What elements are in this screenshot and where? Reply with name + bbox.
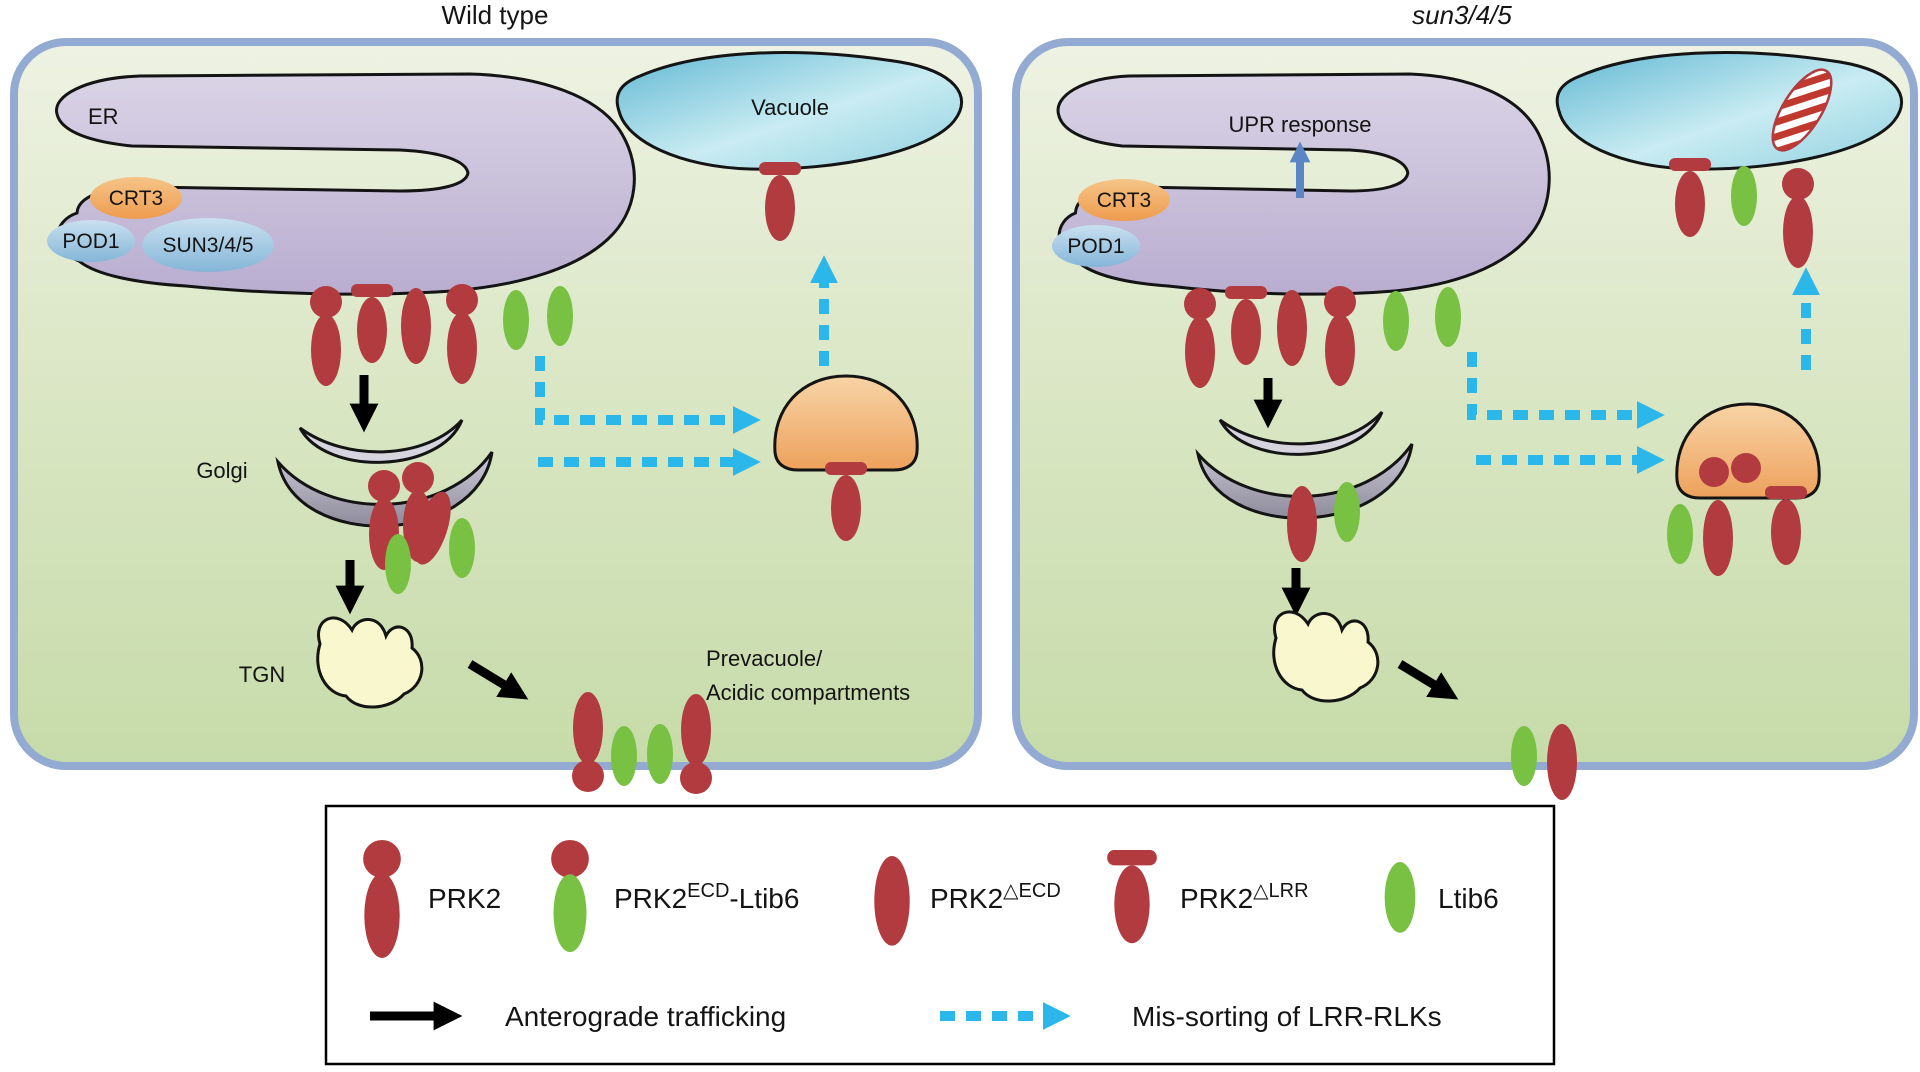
- sun345-label: SUN3/4/5: [162, 234, 253, 257]
- legend-ltib6-icon: [1384, 862, 1416, 933]
- prk2-protein: [446, 284, 478, 384]
- legend-prk2-label: PRK2: [428, 883, 501, 914]
- prevacuole-label-line1: Prevacuole/: [706, 646, 823, 671]
- ltib6-protein-at-membrane: [647, 724, 673, 784]
- ltib6-protein-at-prevacuole: [1667, 504, 1693, 564]
- legend-anterograde-label: Anterograde trafficking: [505, 1001, 786, 1032]
- tgn-to-membrane-arrow: [1397, 660, 1459, 700]
- ltib6-protein: [503, 290, 529, 350]
- left-pod1-complex: [47, 220, 135, 262]
- tgn-label: TGN: [239, 662, 285, 687]
- missorting-arrow-er-to-prevacuole: [1467, 352, 1665, 429]
- missorting-arrow-er-to-prevacuole: [535, 356, 761, 434]
- legend-prk2-icon: [363, 840, 401, 958]
- left-crt3-label: CRT3: [109, 187, 163, 210]
- prk2-protein: [1184, 288, 1216, 388]
- right-crt3-complex: [1078, 179, 1170, 221]
- right-pod1-label: POD1: [1067, 235, 1124, 258]
- left-panel-title: Wild type: [442, 0, 549, 30]
- prk2-protein: [1324, 286, 1356, 386]
- legend-ltib6-label: Ltib6: [1438, 883, 1499, 914]
- ltib6-protein: [1435, 287, 1461, 347]
- prk2-protein-at-vacuole: [1782, 168, 1814, 268]
- legend-prk2-decd-icon: [874, 856, 910, 946]
- left-er-label: ER: [88, 104, 119, 129]
- ltib6-protein: [547, 286, 573, 346]
- prk2-protein-at-membrane: [680, 694, 712, 794]
- ltib6-protein-at-membrane: [1511, 726, 1537, 786]
- right-crt3-label: CRT3: [1097, 189, 1151, 212]
- prk2-ecd-in-prevacuole: [1699, 457, 1729, 487]
- ltib6-protein-at-vacuole: [1731, 166, 1757, 226]
- tgn-to-membrane-arrow: [467, 660, 529, 700]
- legend-prk2-decd-label: PRK2△ECD: [930, 880, 1061, 914]
- legend-prk2ecd-ltib6-icon: [551, 840, 589, 953]
- prk2-ecd-in-prevacuole: [1731, 453, 1761, 483]
- sun345-complex: [142, 218, 274, 272]
- ltib6-protein: [385, 534, 411, 594]
- left-pod1-label: POD1: [62, 230, 119, 253]
- left-vacuole-label: Vacuole: [751, 95, 829, 120]
- ltib6-protein: [449, 518, 475, 578]
- prevacuole-label-line2: Acidic compartments: [706, 680, 910, 705]
- ltib6-protein: [1383, 291, 1409, 351]
- left-crt3-complex: [90, 177, 182, 219]
- golgi-label: Golgi: [196, 458, 247, 483]
- ltib6-protein: [1334, 482, 1360, 542]
- right-panel-title: sun3/4/5: [1412, 0, 1512, 30]
- prk2-decd-protein: [1287, 486, 1317, 562]
- legend-missorting-label: Mis-sorting of LRR-RLKs: [1132, 1001, 1442, 1032]
- legend-prk2ecd-ltib6-label: PRK2ECD-Ltib6: [614, 880, 799, 914]
- prk2-protein: [310, 286, 342, 386]
- ltib6-protein-at-membrane: [611, 726, 637, 786]
- prk2-decd-protein: [401, 288, 431, 364]
- right-pod1-complex: [1052, 225, 1140, 267]
- prk2-decd-at-prevacuole: [1703, 500, 1733, 576]
- upr-response-label: UPR response: [1228, 112, 1371, 137]
- prk2-decd-protein: [1277, 290, 1307, 366]
- legend-prk2-dlrr-label: PRK2△LRR: [1180, 880, 1309, 914]
- prk2-protein-at-membrane: [572, 692, 604, 792]
- prk2-decd-at-membrane: [1547, 724, 1577, 800]
